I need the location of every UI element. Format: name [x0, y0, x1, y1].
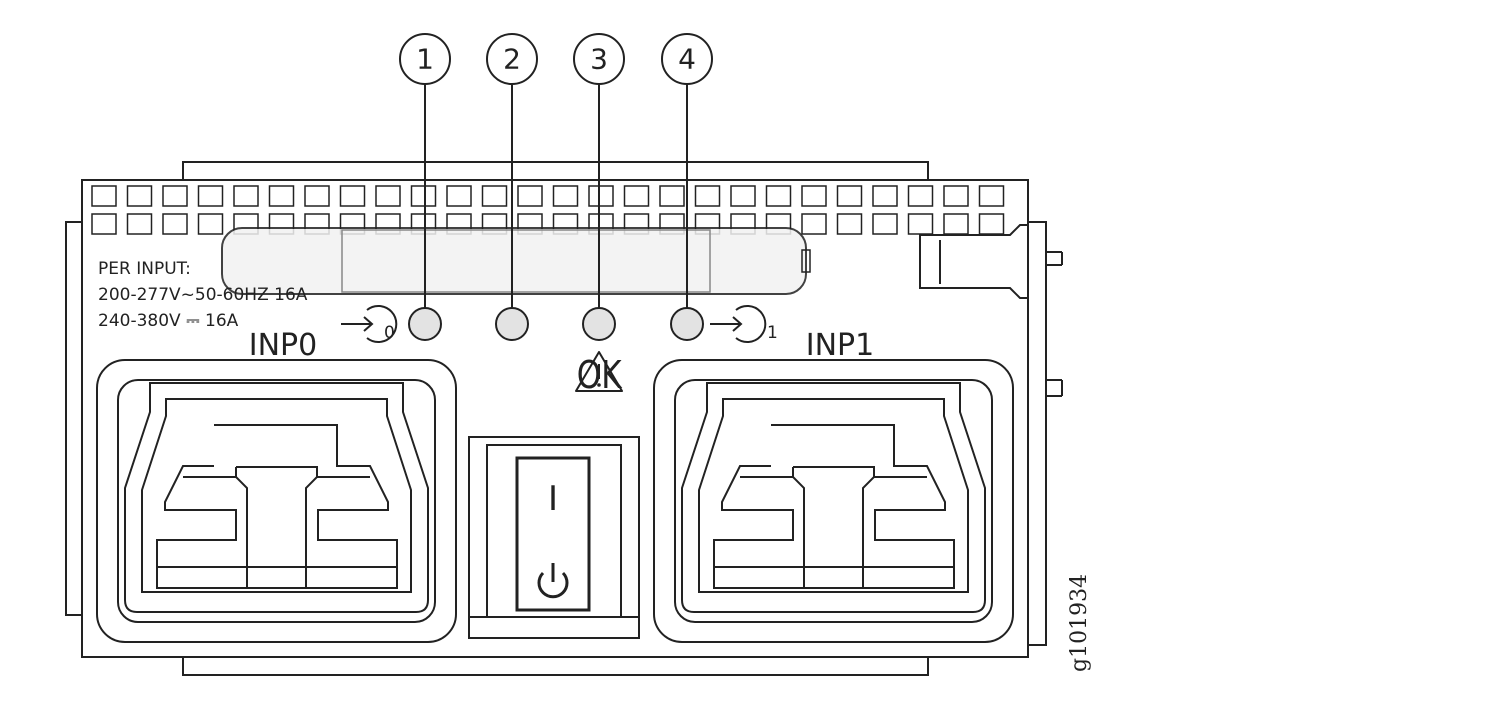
- vent-slot: [801, 185, 827, 207]
- callout-1: 1: [399, 33, 451, 312]
- vent-slot: [801, 213, 827, 235]
- callout-4-number: 4: [678, 43, 696, 76]
- vent-slot: [588, 185, 614, 207]
- vent-slot: [126, 185, 153, 207]
- power-standby-icon: [537, 563, 569, 599]
- vent-slot: [836, 213, 863, 235]
- inlet-0[interactable]: [96, 359, 457, 643]
- vent-slot: [730, 185, 756, 207]
- vent-slot: [268, 185, 295, 207]
- vent-slot: [659, 185, 685, 207]
- vent-slot: [836, 185, 863, 207]
- vent-slot: [304, 185, 330, 207]
- input-1-label: INP1: [806, 328, 874, 363]
- release-latch[interactable]: [919, 224, 1029, 299]
- vent-slot: [375, 185, 401, 207]
- vent-slot: [943, 213, 969, 235]
- input-arrow-icon: [710, 305, 767, 343]
- status-leds: [408, 307, 704, 341]
- ok-led: [495, 307, 529, 341]
- vent-slot: [623, 185, 650, 207]
- callout-1-number: 1: [416, 43, 434, 76]
- power-switch[interactable]: I: [468, 436, 640, 639]
- switch-on-label: I: [548, 479, 558, 519]
- rating-line-1: PER INPUT:: [98, 259, 191, 279]
- vent-grid: [91, 185, 1005, 235]
- callout-4: 4: [661, 33, 713, 312]
- warning-triangle-icon: [575, 351, 623, 392]
- input-0-symbol: 0: [341, 305, 398, 343]
- vent-slot: [907, 213, 934, 235]
- callout-2-number: 2: [503, 43, 521, 76]
- vent-slot: [552, 185, 579, 207]
- psu-chassis: [65, 161, 1063, 676]
- fault-led: [582, 307, 616, 341]
- vent-slot: [978, 213, 1005, 235]
- input-0-label: INP0: [249, 328, 317, 363]
- vent-slot: [694, 185, 721, 207]
- vent-slot: [233, 185, 259, 207]
- inlet-1[interactable]: [653, 359, 1014, 643]
- vent-slot: [765, 185, 792, 207]
- input-0-subscript: 0: [384, 323, 395, 343]
- rating-line-2: 200-277V~50-60HZ 16A: [98, 285, 308, 305]
- callouts: 1 2 3 4: [399, 33, 713, 312]
- rating-label: PER INPUT: 200-277V~50-60HZ 16A 240-380V…: [98, 259, 308, 331]
- vent-slot: [978, 185, 1005, 207]
- callout-3-number: 3: [590, 43, 608, 76]
- callout-2: 2: [486, 33, 538, 312]
- vent-slot: [446, 185, 472, 207]
- vent-slot: [126, 213, 153, 235]
- rating-line-3: 240-380V ⎓ 16A: [98, 311, 239, 331]
- input-arrow-icon: [341, 305, 398, 343]
- callout-3: 3: [573, 33, 625, 312]
- vent-slot: [339, 185, 366, 207]
- vent-slot: [872, 213, 898, 235]
- vent-slot: [872, 185, 898, 207]
- input-1-led: [670, 307, 704, 341]
- vent-slot: [943, 185, 969, 207]
- vent-slot: [162, 213, 188, 235]
- input-1-subscript: 1: [767, 323, 778, 343]
- input-0-led: [408, 307, 442, 341]
- vent-slot: [197, 213, 224, 235]
- input-1-symbol: 1: [710, 305, 778, 343]
- figure-id: g101934: [1067, 574, 1092, 672]
- vent-slot: [410, 185, 437, 207]
- vent-slot: [517, 185, 543, 207]
- vent-slot: [162, 185, 188, 207]
- vent-slot: [907, 185, 934, 207]
- vent-slot: [91, 213, 117, 235]
- vent-slot: [481, 185, 508, 207]
- vent-slot: [197, 185, 224, 207]
- extraction-handle: [221, 227, 811, 295]
- vent-slot: [91, 185, 117, 207]
